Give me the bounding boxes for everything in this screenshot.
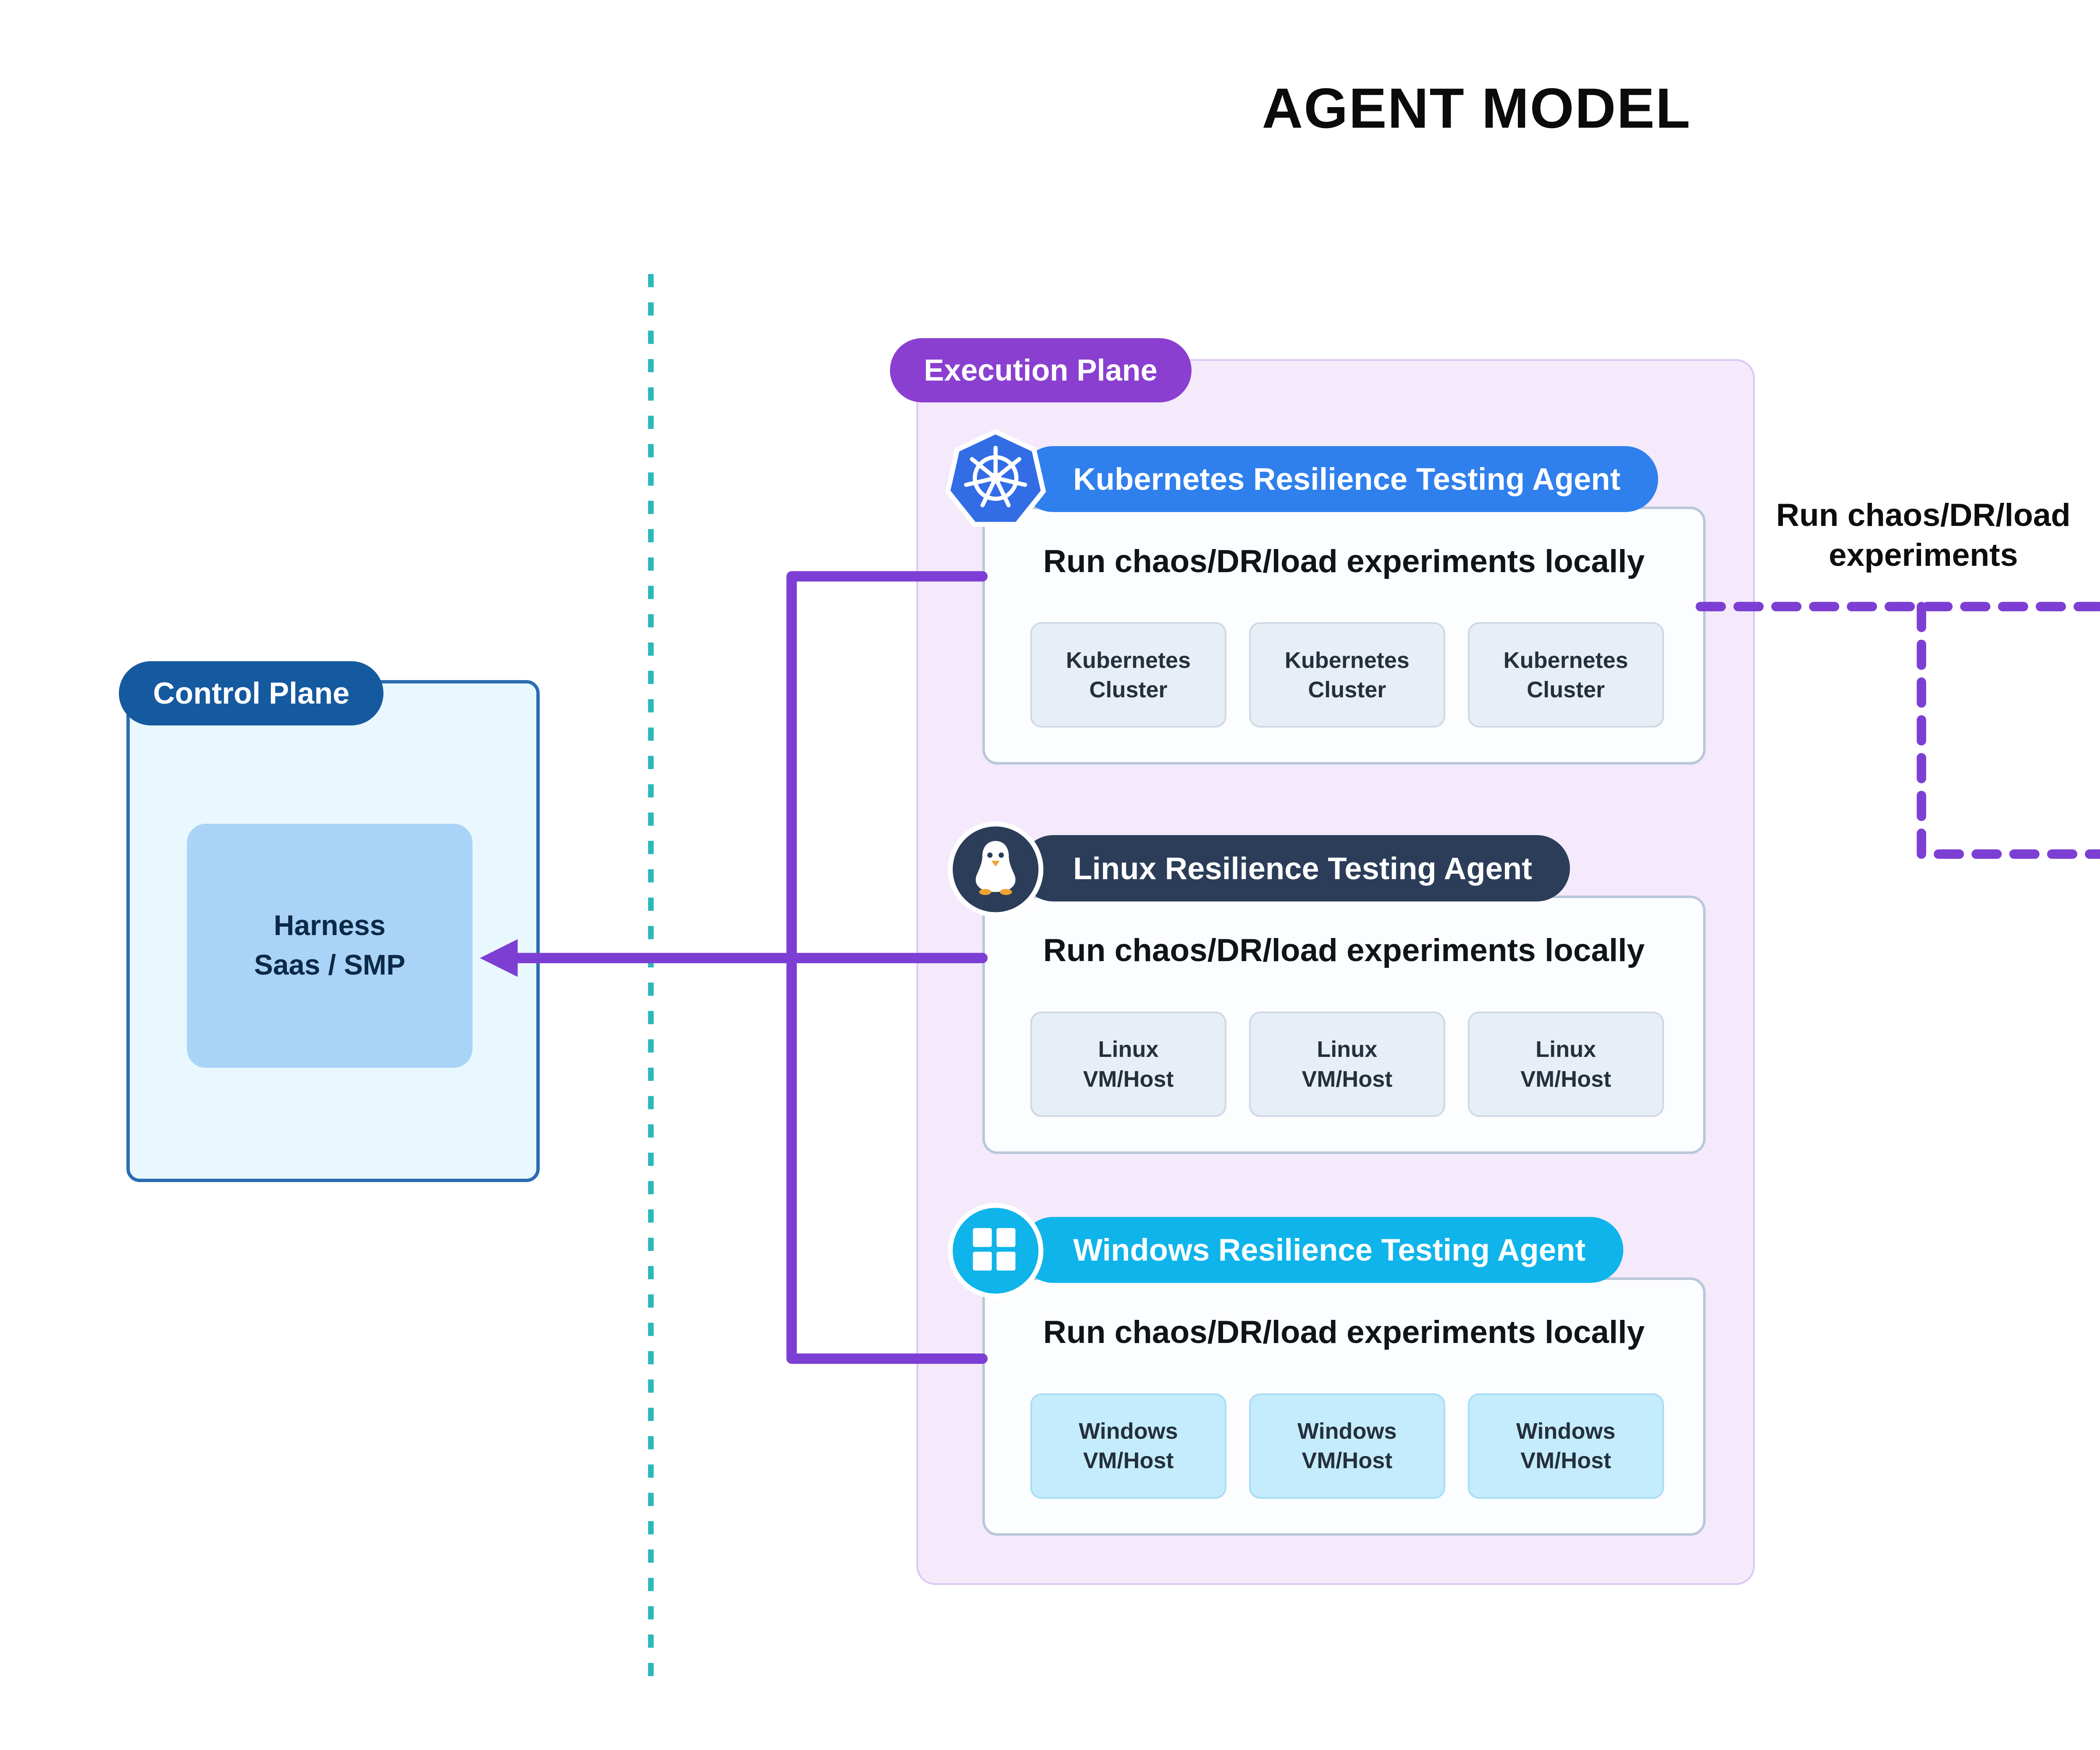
control-plane-label: Control Plane <box>119 661 384 726</box>
kubernetes-agent-card: Run chaos/DR/load experiments locally Ku… <box>982 506 1706 765</box>
node-label-line1: Linux <box>1536 1037 1596 1062</box>
branch-to-cloud-dashed-line <box>1916 602 2100 859</box>
node-label-line1: Kubernetes <box>1503 647 1628 673</box>
kubernetes-icon <box>945 429 1047 531</box>
node-label-line2: Cluster <box>1527 677 1605 702</box>
harness-saas-smp-node: Harness Saas / SMP <box>187 824 472 1068</box>
windows-host-row: Windows VM/Host Windows VM/Host Windows … <box>1030 1393 1664 1499</box>
node-label-line1: Kubernetes <box>1284 647 1410 673</box>
kubernetes-agent-description: Run chaos/DR/load experiments locally <box>1043 543 1645 579</box>
page-title: AGENT MODEL <box>1262 76 1691 140</box>
kubernetes-cluster-row: Kubernetes Cluster Kubernetes Cluster Ku… <box>1030 622 1664 728</box>
harness-line2: Saas / SMP <box>254 949 405 981</box>
node-label-line1: Linux <box>1317 1037 1378 1062</box>
windows-agent-group: Windows Resilience Testing Agent Run cha… <box>945 1200 1706 1540</box>
node-label-line1: Windows <box>1516 1419 1616 1444</box>
linux-vm-host-node: Linux VM/Host <box>1467 1012 1664 1117</box>
windows-vm-host-node: Windows VM/Host <box>1249 1393 1445 1499</box>
linux-agent-description: Run chaos/DR/load experiments locally <box>1043 933 1645 969</box>
arrow-label-line1: Run chaos/DR/load <box>1776 497 2071 533</box>
node-label-line2: VM/Host <box>1302 1448 1393 1474</box>
node-label-line1: Kubernetes <box>1066 647 1191 673</box>
kubernetes-agent-group: Kubernetes Resilience Testing Agent Run … <box>945 429 1706 769</box>
node-label-line1: Windows <box>1079 1419 1178 1444</box>
run-experiments-arrow-label: Run chaos/DR/load experiments <box>1754 495 2094 575</box>
linux-agent-title: Linux Resilience Testing Agent <box>1020 835 1570 901</box>
linux-host-row: Linux VM/Host Linux VM/Host Linux VM/Hos… <box>1030 1012 1664 1117</box>
execution-plane-label: Execution Plane <box>890 338 1192 403</box>
arrow-label-line2: experiments <box>1829 537 2018 573</box>
kubernetes-agent-title: Kubernetes Resilience Testing Agent <box>1020 446 1659 512</box>
node-label-line2: Cluster <box>1089 677 1168 702</box>
node-label-line2: VM/Host <box>1520 1448 1612 1474</box>
linux-agent-group: Linux Resilience Testing Agent Run chaos… <box>945 818 1706 1159</box>
kubernetes-cluster-node: Kubernetes Cluster <box>1030 622 1226 728</box>
windows-icon <box>945 1200 1047 1302</box>
linux-penguin-icon <box>945 818 1047 920</box>
windows-vm-host-node: Windows VM/Host <box>1030 1393 1226 1499</box>
kubernetes-cluster-node: Kubernetes Cluster <box>1467 622 1664 728</box>
node-label-line2: VM/Host <box>1083 1448 1174 1474</box>
windows-vm-host-node: Windows VM/Host <box>1467 1393 1664 1499</box>
linux-vm-host-node: Linux VM/Host <box>1249 1012 1445 1117</box>
harness-line1: Harness <box>273 909 386 941</box>
node-label-line2: VM/Host <box>1302 1066 1393 1092</box>
linux-agent-card: Run chaos/DR/load experiments locally Li… <box>982 896 1706 1154</box>
windows-agent-card: Run chaos/DR/load experiments locally Wi… <box>982 1277 1706 1536</box>
node-label-line2: VM/Host <box>1083 1066 1174 1092</box>
windows-agent-description: Run chaos/DR/load experiments locally <box>1043 1314 1645 1350</box>
node-label-line2: VM/Host <box>1520 1066 1612 1092</box>
node-label-line2: Cluster <box>1308 677 1386 702</box>
linux-vm-host-node: Linux VM/Host <box>1030 1012 1226 1117</box>
node-label-line1: Windows <box>1297 1419 1397 1444</box>
node-label-line1: Linux <box>1098 1037 1159 1062</box>
kubernetes-cluster-node: Kubernetes Cluster <box>1249 622 1445 728</box>
windows-agent-title: Windows Resilience Testing Agent <box>1020 1217 1623 1283</box>
